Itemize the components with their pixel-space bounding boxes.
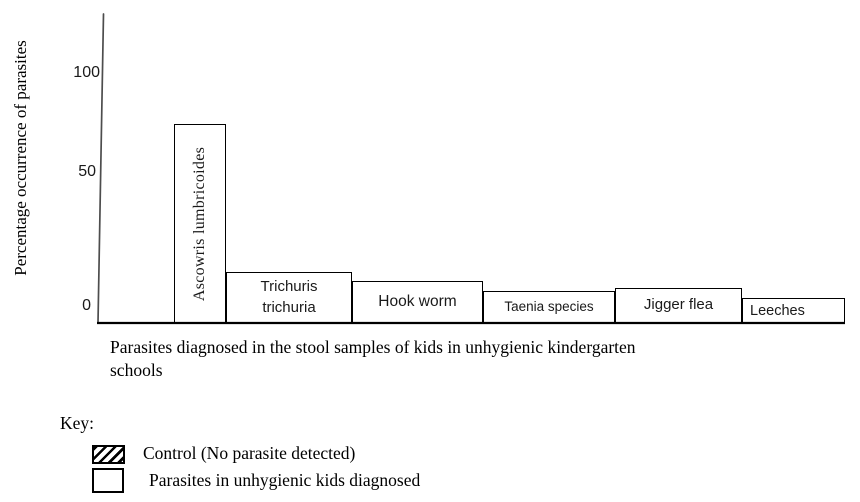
legend-label-parasites: Parasites in unhygienic kids diagnosed bbox=[149, 470, 421, 490]
caption-line-2: schools bbox=[110, 360, 163, 380]
bar-leeches: Leeches bbox=[742, 298, 845, 323]
y-tick-0: 0 bbox=[82, 297, 91, 314]
legend-title: Key: bbox=[60, 413, 95, 433]
y-tick-100: 100 bbox=[73, 64, 100, 81]
bar-label-jigger-flea: Jigger flea bbox=[643, 296, 714, 314]
bar-label-leeches: Leeches bbox=[750, 302, 805, 319]
y-tick-50: 50 bbox=[78, 163, 96, 180]
caption-line-1: Parasites diagnosed in the stool samples… bbox=[110, 337, 636, 357]
bar-hook-worm: Hook worm bbox=[352, 281, 483, 323]
control-hatched-swatch-icon bbox=[92, 445, 125, 464]
legend-label-control: Control (No parasite detected) bbox=[143, 443, 356, 463]
bar-jigger-flea: Jigger flea bbox=[615, 288, 742, 323]
x-axis-caption: Parasites diagnosed in the stool samples… bbox=[110, 336, 636, 382]
bar-label-ascowris-lumbricoides: Ascowris lumbricoides bbox=[190, 146, 208, 301]
bar-taenia-species: Taenia species bbox=[483, 291, 615, 323]
bar-ascowris-lumbricoides: Ascowris lumbricoides bbox=[174, 124, 226, 323]
bar-label-hook-worm: Hook worm bbox=[378, 293, 457, 311]
parasites-plain-swatch-icon bbox=[92, 468, 124, 493]
bar-label-taenia-species: Taenia species bbox=[504, 298, 594, 314]
